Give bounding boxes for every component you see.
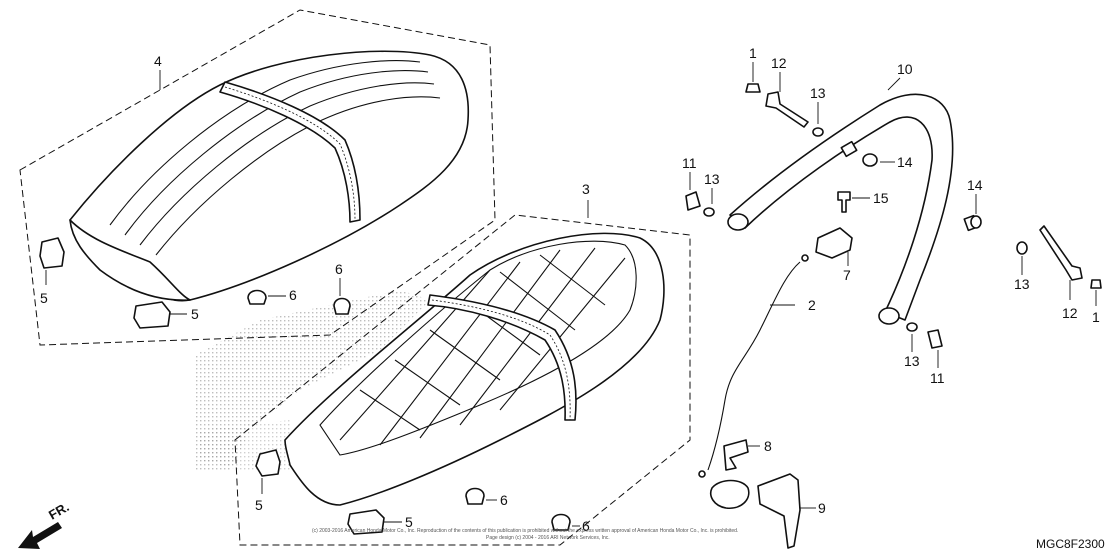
seat-4-lower-skirt [69,219,191,301]
cushion-5-b [133,301,171,329]
front-arrow: FR. [18,499,72,549]
callout-8: 8 [764,438,772,454]
seat-4-pleat-1 [109,60,421,226]
seat-3-group [234,214,691,546]
callout-14-right: 14 [967,177,983,193]
rail-mount-rear [878,307,900,325]
nut-14-right-icon [970,215,982,229]
seat-lock-cable-2 [707,261,801,471]
leader-lines [45,62,1097,527]
cushions [39,237,571,535]
seat-4-pleat-3 [139,82,435,246]
seat-3-strap [427,294,577,421]
cap-nut-1-left-icon [745,83,761,93]
callout-5-a: 5 [40,290,48,306]
bolt-12-right-icon [1039,225,1083,281]
callout-13-lower: 13 [904,353,920,369]
fasteners [685,83,1102,349]
callout-9: 9 [818,500,826,516]
rail-boss-upper [840,140,858,158]
clip-8 [723,439,749,471]
callout-1-right: 1 [1092,309,1100,325]
bolt-15-icon [837,191,851,213]
cable-end-upper [801,254,809,262]
callout-7: 7 [843,267,851,283]
seat-lock-9 [710,479,750,510]
grommet-6-d [551,513,571,531]
seat-4-strap [219,81,361,223]
seat-4-pleat-2 [124,70,429,236]
callout-6-d: 6 [582,518,590,534]
washer-13-right-icon [1016,241,1028,255]
callout-13-upper: 13 [810,85,826,101]
cap-nut-1-right-icon [1090,279,1102,289]
bolt-12-left-icon [765,91,809,128]
callout-6-a: 6 [289,287,297,303]
cushion-5-a [39,237,65,269]
nut-14-upper-icon [862,153,878,167]
rail-mount-front [727,213,749,231]
grommet-6-c [465,487,485,505]
seat-3-boundary [234,214,691,546]
grab-rail-group [727,93,979,325]
callout-12-right: 12 [1062,305,1078,321]
callout-6-b: 6 [335,261,343,277]
grommet-6-b [333,297,351,315]
callout-1-left: 1 [749,45,757,61]
callout-14-upper: 14 [897,154,913,170]
callout-11-left: 11 [682,155,697,171]
callout-3: 3 [582,181,590,197]
callouts: 4 3 5 5 6 6 5 5 6 6 1 12 13 10 14 11 13 … [40,45,1100,534]
front-arrow-icon [18,522,62,549]
lock-assembly [698,227,853,549]
callout-6-c: 6 [500,492,508,508]
callout-15: 15 [873,190,889,206]
washer-13-upper-icon [812,127,824,137]
seat-4-group [19,9,496,346]
callout-5-d: 5 [405,514,413,530]
seat-3-strap-stitch [431,299,571,421]
callout-13-left: 13 [704,171,720,187]
bolt-11-lower-icon [927,329,943,349]
callout-11-lower: 11 [930,370,945,386]
callout-10: 10 [897,61,913,77]
seat-3-quilt-panel [319,240,637,456]
cable-end-lower [698,470,706,478]
seat-3-body [284,232,665,506]
seat-4-strap-stitch [224,86,356,221]
copyright-line-2: Page design (c) 2004 - 2016 ARI Network … [486,535,610,541]
seat-catch-7 [815,227,853,259]
callout-5-c: 5 [255,497,263,513]
cushion-5-d [347,509,385,535]
key-9 [757,473,801,549]
grommet-6-a [247,289,267,305]
washer-13-lower-icon [906,322,918,332]
callout-2: 2 [808,297,816,313]
diagram-code: MGC8F2300 [1036,537,1105,551]
washer-13-left-icon [703,207,715,217]
copyright-line-1: (c) 2003-2016 American Honda Motor Co., … [312,528,738,534]
seat-4-boundary [19,9,496,346]
cushion-5-c [255,449,281,477]
callout-13-right: 13 [1014,276,1030,292]
bolt-11-left-icon [685,191,701,211]
callout-12-left: 12 [771,55,787,71]
front-label: FR. [46,499,72,522]
callout-4: 4 [154,53,162,69]
seat-3-quilt-grid [339,247,626,446]
callout-5-b: 5 [191,306,199,322]
